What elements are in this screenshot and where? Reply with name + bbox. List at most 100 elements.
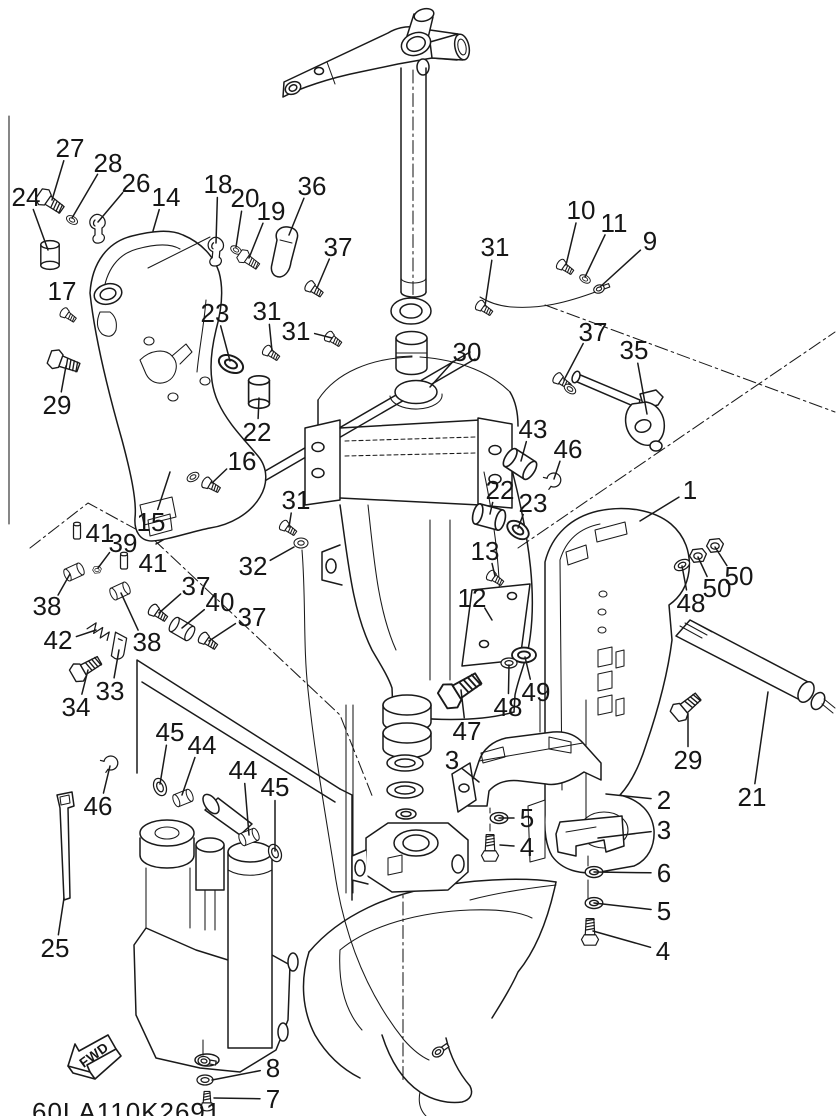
cyl-icon [502, 447, 538, 481]
screw-icon [261, 344, 281, 362]
callout-47: 47 [453, 716, 482, 746]
washer-icon [506, 519, 530, 541]
leader-line [681, 565, 688, 591]
leader-line [639, 496, 680, 522]
bolt-icon [436, 672, 483, 710]
cyl-icon [471, 503, 507, 531]
callout-22: 22 [243, 417, 272, 447]
leader-line [71, 173, 99, 219]
callout-37: 37 [238, 602, 267, 632]
leader-line [243, 782, 250, 836]
callout-3: 3 [657, 815, 671, 845]
pilot-shaft [400, 67, 427, 298]
hardware-parts [34, 188, 725, 1112]
leader-line [313, 332, 333, 339]
eye-icon [197, 1055, 217, 1067]
callout-16: 16 [228, 446, 257, 476]
leader-line [57, 573, 71, 596]
screw-icon [147, 603, 169, 622]
screw-icon [555, 258, 575, 276]
leader-line [60, 365, 67, 393]
bolt-icon [669, 692, 702, 723]
lower-mount-housing [351, 822, 469, 893]
washer-icon [673, 558, 691, 572]
leader-line [593, 871, 652, 874]
screw-icon [323, 330, 343, 348]
washer-icon [186, 471, 200, 483]
leader-line [181, 756, 196, 796]
callout-44: 44 [229, 755, 258, 785]
leader-line [316, 258, 331, 289]
callout-23: 23 [519, 488, 548, 518]
callout-41: 41 [139, 548, 168, 578]
clip-icon [542, 472, 562, 490]
callout-37: 37 [324, 232, 353, 262]
cyl-icon [63, 562, 85, 582]
callout-36: 36 [298, 171, 327, 201]
callout-20: 20 [231, 183, 260, 213]
pin-icon [72, 521, 82, 540]
callout-24: 24 [12, 182, 41, 212]
callout-40: 40 [206, 587, 235, 617]
eye-icon [431, 1042, 450, 1058]
leader-line [57, 897, 65, 936]
cyl-icon [40, 239, 60, 271]
leader-line [158, 593, 182, 614]
clip-icon [99, 755, 119, 773]
leader-line [32, 208, 49, 251]
callout-29: 29 [674, 745, 703, 775]
leader-line [565, 222, 577, 266]
callout-46: 46 [84, 791, 113, 821]
callout-46: 46 [554, 434, 583, 464]
washer-icon [511, 646, 537, 664]
leader-line [593, 902, 652, 911]
leader-line [219, 325, 231, 362]
screw-icon [200, 1090, 214, 1112]
seal-icon [267, 843, 283, 863]
screw-icon [474, 299, 494, 317]
screw-icon [278, 519, 298, 537]
washer-icon [563, 383, 577, 395]
callout-31: 31 [282, 316, 311, 346]
lower-pivot-stack [382, 694, 432, 820]
callout-5: 5 [657, 896, 671, 926]
leader-line [213, 1097, 261, 1100]
callout-37: 37 [579, 317, 608, 347]
leader-line [553, 460, 561, 480]
callout-11: 11 [601, 208, 628, 238]
leader-line [156, 471, 171, 511]
leader-line [268, 323, 273, 352]
latch-lever-36 [270, 226, 299, 278]
bolt-icon [34, 188, 65, 214]
leader-line [97, 191, 124, 223]
leader-line [102, 765, 111, 794]
leader-line [288, 512, 292, 528]
callout-48: 48 [494, 692, 523, 722]
callout-18: 18 [204, 169, 233, 199]
callout-31: 31 [481, 232, 510, 262]
leader-line [288, 197, 305, 236]
callout-14: 14 [152, 182, 181, 212]
leader-line [461, 767, 480, 783]
callout-4: 4 [520, 832, 534, 862]
callout-38: 38 [133, 627, 162, 657]
callout-6: 6 [657, 858, 671, 888]
callout-44: 44 [188, 730, 217, 760]
callout-7: 7 [266, 1084, 280, 1114]
screw-icon [485, 569, 505, 587]
leader-line [754, 691, 769, 785]
swivel-bracket [304, 356, 534, 721]
leader-line [215, 196, 219, 244]
seal-icon [152, 777, 168, 797]
callout-31: 31 [253, 296, 282, 326]
leader-line [714, 546, 728, 567]
leader-line [520, 440, 528, 462]
part-code: 60LA110K2691 [32, 1097, 221, 1116]
steering-bushing-stack [389, 297, 443, 410]
power-trim-unit [133, 793, 299, 1073]
bolt-icon [480, 834, 500, 862]
eye-icon [593, 283, 611, 294]
